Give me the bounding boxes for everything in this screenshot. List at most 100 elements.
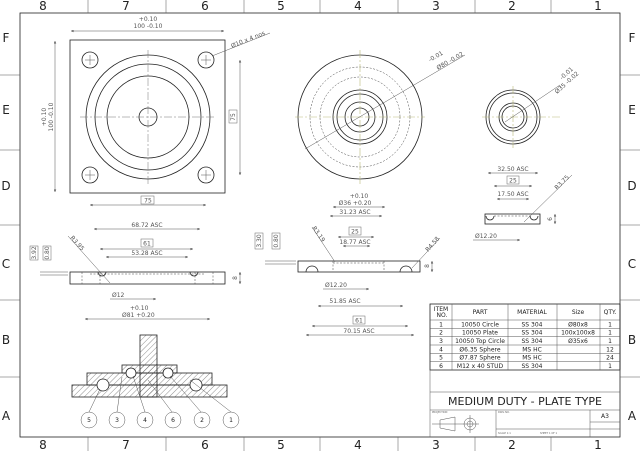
bom-cell: Ø80x8: [568, 321, 588, 328]
width-dimension: 100 -0.10: [134, 23, 163, 30]
bom-cell: 6: [439, 363, 443, 370]
balloon: 6: [164, 411, 182, 429]
circle-depth2: 0.80: [273, 234, 280, 248]
bom-cell: 24: [606, 355, 614, 362]
plate-section-view: 68.72 ASC 61 53.28 ASC R3.95 3.92 0.80 8…: [29, 222, 242, 321]
balloon: 2: [193, 411, 211, 429]
zone-col: 5: [277, 438, 285, 451]
scale-label: SCALE 1:1: [498, 431, 511, 435]
circle-d5: 61: [355, 318, 363, 325]
sheet-size: A3: [601, 413, 609, 420]
dwg-no-label: DWG NO.: [498, 410, 510, 414]
bom-row: 5 Ø7.87 Sphere MS HC 24: [439, 355, 614, 362]
balloon: 1: [222, 411, 240, 429]
header-item-no: ITEM NO.: [434, 306, 448, 319]
zone-col: 3: [432, 0, 440, 13]
svg-text:4: 4: [143, 417, 147, 424]
circle-bore: Ø12.20: [325, 282, 347, 289]
balloon: 4: [136, 411, 154, 429]
bom-cell: MS HC: [522, 346, 542, 353]
bom-cell: MS HC: [522, 355, 542, 362]
header-qty: QTY.: [604, 309, 617, 316]
zone-col: 6: [201, 0, 209, 13]
svg-text:3: 3: [115, 417, 119, 424]
zone-row: D: [627, 179, 636, 193]
bom-row: 6 M12 x 40 STUD SS 304 1: [439, 363, 612, 370]
header-material: MATERIAL: [517, 309, 547, 316]
bom-cell: 10050 Circle: [461, 321, 499, 328]
svg-text:6: 6: [171, 417, 175, 424]
bom-cell: M12 x 40 STUD: [457, 363, 504, 370]
vertical-pitch: 75: [230, 113, 237, 121]
circle-section-view: +0.10 Ø36 +0.20 31.23 ASC 25 18.77 ASC R…: [254, 193, 441, 337]
balloon: 5: [80, 411, 98, 429]
zone-row: A: [2, 409, 11, 423]
sheet-label: SHEET 1 OF 1: [540, 431, 558, 435]
zone-col: 6: [201, 438, 209, 451]
circle-d2: 25: [351, 229, 359, 236]
projection-label: PROJECTION: [432, 410, 448, 414]
top-circle-bore: Ø12.20: [475, 233, 497, 240]
bom-cell: 10050 Top Circle: [455, 338, 505, 345]
bom-cell: 1: [608, 363, 612, 370]
plate-od: Ø81 +0.20: [122, 312, 155, 319]
drawing-title: MEDIUM DUTY - PLATE TYPE: [448, 395, 602, 408]
zone-row: B: [628, 333, 636, 347]
top-circle-d1: 32.50 ASC: [497, 166, 528, 173]
top-circle-d3: 17.50 ASC: [497, 191, 528, 198]
circle-radius2: R4.58: [424, 235, 441, 253]
header-part: PART: [473, 309, 488, 316]
plate-thickness: 8: [232, 276, 239, 280]
svg-text:2: 2: [200, 417, 204, 424]
zone-col: 7: [122, 0, 130, 13]
bom-cell: 5: [439, 355, 443, 362]
svg-text:1: 1: [229, 417, 233, 424]
plate-radius: R3.95: [69, 235, 86, 253]
bom-header-row: ITEM NO. PART MATERIAL Size QTY.: [434, 306, 617, 319]
circle-id-tolerance: +0.10: [350, 193, 369, 200]
zone-column-labels: 8 7 6 5 4 3 2 1 8 7 6 5 4 3 2 1: [39, 0, 602, 451]
plate-d1: 68.72 ASC: [131, 222, 162, 229]
zone-col: 3: [432, 438, 440, 451]
bom-cell: Ø35x6: [568, 338, 588, 345]
bom-cell: 2: [439, 330, 443, 337]
circle-top-view: -0.01 Ø80 -0.02: [295, 50, 466, 184]
circle-id: Ø36 +0.20: [339, 200, 372, 207]
circle-d1: 31.23 ASC: [339, 209, 370, 216]
bom-cell: 4: [439, 346, 443, 353]
bom-cell: 12: [606, 346, 614, 353]
plate-depth2: 0.80: [44, 246, 51, 260]
top-circle-d2: 25: [509, 178, 517, 185]
circle-d4: 51.85 ASC: [329, 298, 360, 305]
bom-cell: 1: [608, 330, 612, 337]
zone-col: 7: [122, 438, 130, 451]
horizontal-pitch: 75: [144, 198, 152, 205]
zone-row: C: [2, 257, 10, 271]
bom-cell: 1: [608, 321, 612, 328]
plate-d2: 61: [143, 241, 151, 248]
hole-note: Ø10 x 4 nos: [230, 30, 266, 50]
bom-cell: SS 304: [522, 363, 543, 370]
circle-thickness: 8: [424, 264, 431, 268]
plate-od-tolerance: +0.10: [130, 305, 149, 312]
zone-row: F: [3, 31, 10, 45]
zone-col: 2: [508, 0, 516, 13]
bom-cell: 100x100x8: [561, 330, 595, 337]
circle-d6: 70.15 ASC: [343, 328, 374, 335]
third-angle-projection-symbol: [432, 415, 479, 433]
zone-row: D: [1, 179, 10, 193]
top-circle-view: -0.01 Ø35 -0.02: [482, 66, 581, 148]
circle-depth1: 3.30: [256, 234, 263, 248]
zone-col: 1: [594, 0, 602, 13]
bom-cell: Ø7.87 Sphere: [459, 355, 500, 362]
bom-table: ITEM NO. PART MATERIAL Size QTY. 1 10050 …: [429, 303, 621, 371]
zone-row: E: [2, 103, 10, 117]
bom-cell: 1: [608, 338, 612, 345]
zone-row: F: [629, 31, 636, 45]
bom-cell: 3: [439, 338, 443, 345]
